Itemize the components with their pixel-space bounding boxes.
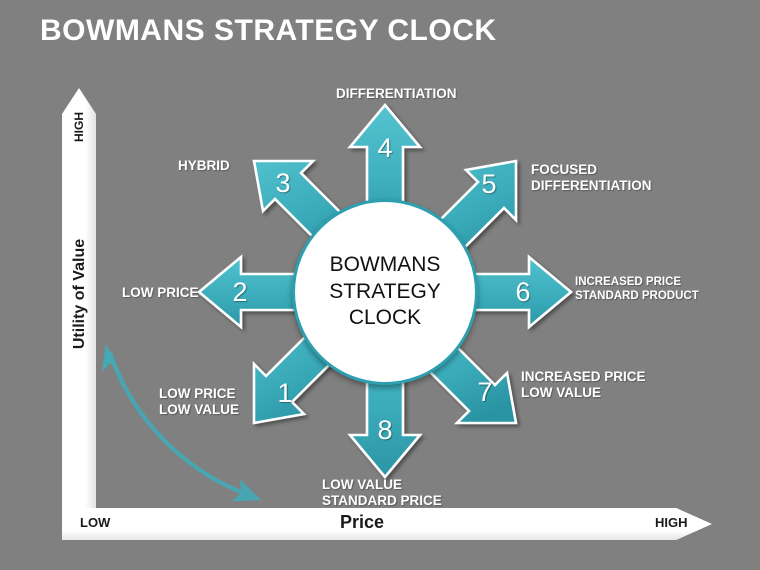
center-line-3: CLOCK — [348, 306, 422, 330]
label-low-price: LOW PRICE — [122, 285, 199, 300]
label-increased-price-standard-product: INCREASED PRICE STANDARD PRODUCT — [575, 276, 699, 302]
center-line-2: STRATEGY — [329, 279, 441, 303]
label-low-price-low-value: LOW PRICE LOW VALUE — [159, 386, 239, 418]
arrow-number-6: 6 — [515, 277, 531, 307]
x-axis-arrow — [62, 508, 712, 540]
curved-trend-arrow-head-start — [102, 344, 119, 372]
curved-trend-arrow-visible — [107, 351, 262, 502]
label-hybrid: HYBRID — [178, 158, 230, 173]
label-differentiation: DIFFERENTIATION — [336, 86, 457, 101]
label-focused-differentiation: FOCUSED DIFFERENTIATION — [531, 162, 652, 194]
arrow-number-5: 5 — [481, 169, 497, 199]
center-circle: BOWMANS STRATEGY CLOCK — [292, 199, 478, 385]
arrow-number-8: 8 — [377, 415, 393, 445]
x-axis-low-tick: LOW — [80, 515, 111, 530]
label-increased-price-low-value: INCREASED PRICE LOW VALUE — [521, 369, 646, 401]
arrow-number-4: 4 — [377, 133, 393, 163]
arrow-number-7: 7 — [477, 377, 493, 407]
label-low-value-standard-price: LOW VALUE STANDARD PRICE — [322, 477, 442, 509]
center-line-1: BOWMANS — [329, 253, 441, 277]
x-axis-label: Price — [340, 512, 385, 532]
arrow-number-3: 3 — [275, 168, 291, 198]
arrow-number-1: 1 — [277, 378, 293, 408]
x-axis-high-tick: HIGH — [655, 515, 688, 530]
page-title: BOWMANS STRATEGY CLOCK — [40, 14, 497, 47]
arrow-number-2: 2 — [232, 277, 248, 307]
y-axis-arrow — [62, 88, 96, 508]
